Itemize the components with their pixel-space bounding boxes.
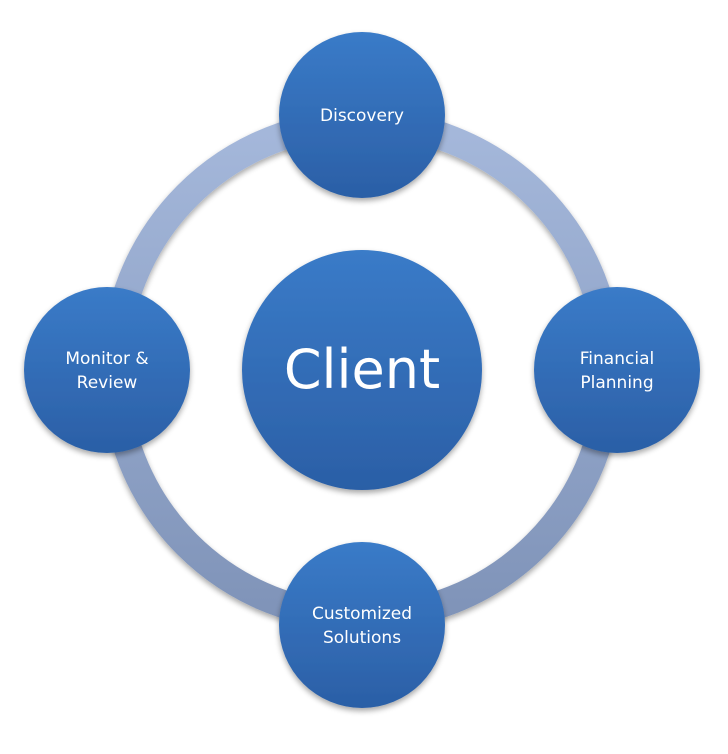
center-node: Client bbox=[242, 250, 482, 490]
cycle-node-label: Planning bbox=[580, 373, 653, 393]
center-node-circle bbox=[242, 250, 482, 490]
cycle-node-label: Financial bbox=[580, 349, 654, 369]
cycle-node-circle bbox=[279, 32, 445, 198]
cycle-node-discovery: Discovery bbox=[279, 32, 445, 198]
cycle-node-circle bbox=[279, 542, 445, 708]
cycle-node-label: Review bbox=[77, 373, 138, 393]
center-node-label: Client bbox=[284, 338, 440, 401]
cycle-node-monitor-review: Monitor & Review bbox=[24, 287, 190, 453]
cycle-node-circle bbox=[534, 287, 700, 453]
cycle-node-label: Customized bbox=[312, 604, 412, 624]
cycle-node-label: Solutions bbox=[323, 628, 401, 648]
cycle-node-label: Monitor & bbox=[65, 349, 148, 369]
cycle-node-label: Discovery bbox=[320, 106, 404, 126]
cycle-node-circle bbox=[24, 287, 190, 453]
